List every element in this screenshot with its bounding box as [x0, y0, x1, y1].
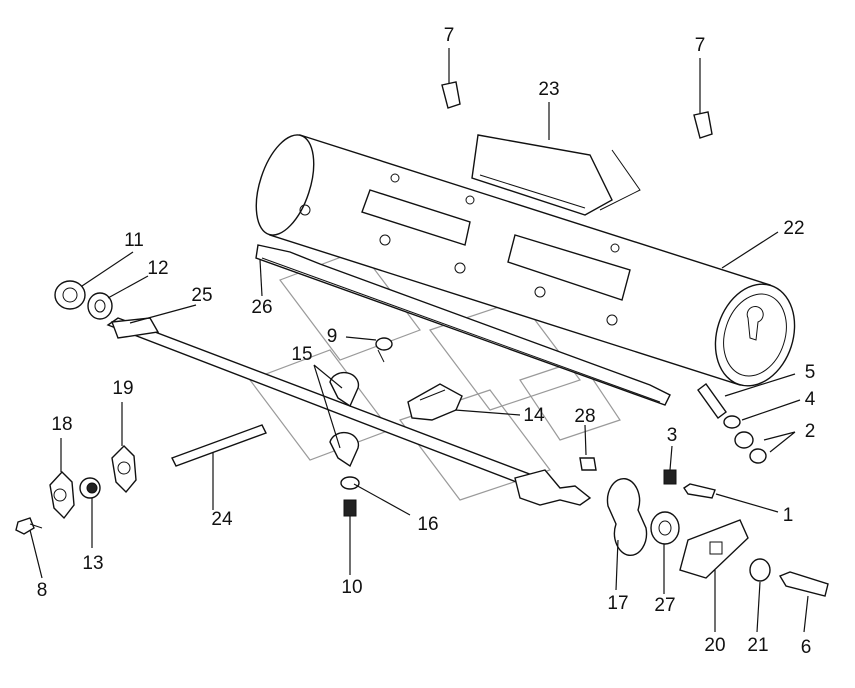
- middle-hardware: [329, 337, 597, 517]
- callout-22: 22: [783, 218, 804, 239]
- bearing-left: [54, 280, 113, 320]
- callout-28: 28: [574, 406, 595, 427]
- callout-23: 23: [538, 79, 559, 100]
- callout-4: 4: [805, 389, 816, 410]
- callout-11: 11: [124, 230, 144, 251]
- right-bearing-assembly: [606, 478, 829, 597]
- callout-27: 27: [654, 595, 675, 616]
- callout-7b: 7: [695, 35, 706, 56]
- callout-17: 17: [607, 593, 628, 614]
- callout-1: 1: [783, 505, 794, 526]
- callout-13: 13: [82, 553, 103, 574]
- callout-5: 5: [805, 362, 816, 383]
- callout-20: 20: [704, 635, 725, 656]
- callout-9: 9: [327, 326, 338, 347]
- leader-lines: [29, 48, 809, 633]
- callout-19: 19: [112, 378, 133, 399]
- flanges-left: [15, 445, 137, 535]
- serrated-knife: [255, 244, 671, 406]
- callout-10: 10: [341, 577, 362, 598]
- callout-3: 3: [667, 425, 678, 446]
- callout-18: 18: [51, 414, 72, 435]
- callout-26: 26: [251, 297, 272, 318]
- rotor-drum: [255, 134, 796, 387]
- callout-16: 16: [417, 514, 438, 535]
- long-shaft: [106, 317, 592, 506]
- callout-7a: 7: [444, 25, 455, 46]
- callout-24: 24: [211, 509, 233, 530]
- callout-2: 2: [805, 421, 816, 442]
- small-fasteners: [441, 81, 767, 499]
- callout-14: 14: [523, 405, 545, 426]
- callout-25: 25: [191, 285, 212, 306]
- callout-15: 15: [291, 344, 312, 365]
- callout-8: 8: [37, 580, 48, 601]
- callout-21: 21: [747, 635, 768, 656]
- callout-12: 12: [147, 258, 168, 279]
- cover-plate: [471, 134, 641, 216]
- pin-rod: [171, 424, 267, 467]
- callout-6: 6: [801, 637, 812, 658]
